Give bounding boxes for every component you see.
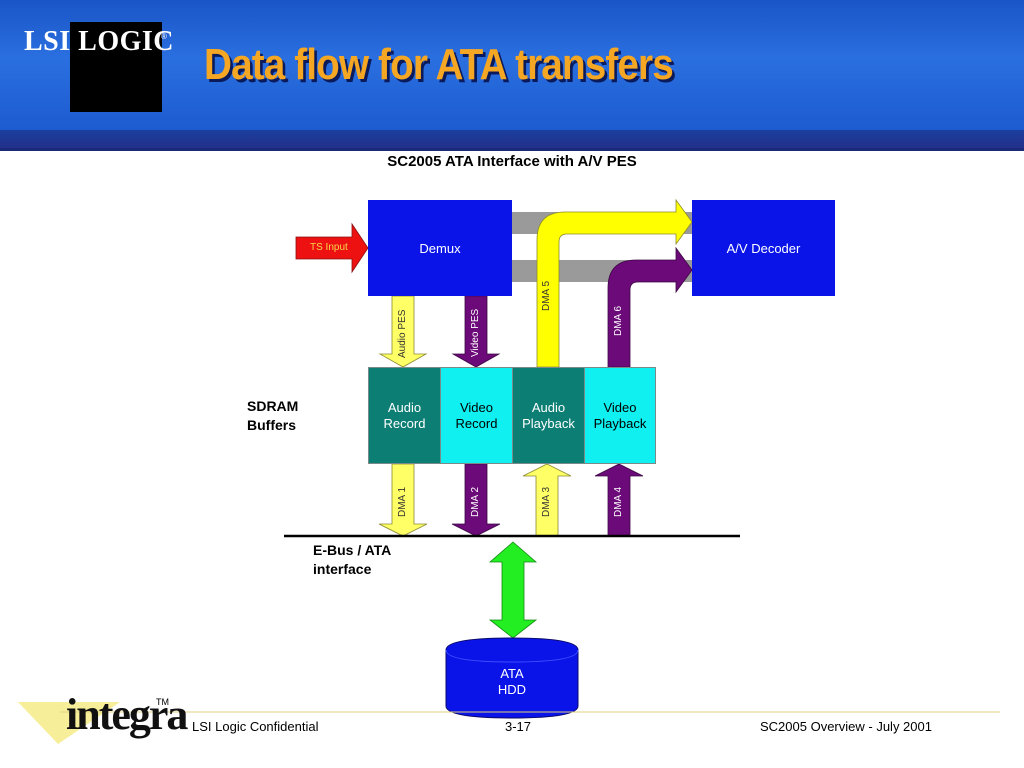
dma3-label: DMA 3 [541, 486, 552, 517]
buffer-label-line1: Audio [387, 399, 422, 415]
dma6-label: DMA 6 [613, 305, 624, 336]
dma1-label: DMA 1 [397, 486, 408, 517]
demux-box: Demux [368, 200, 512, 296]
integra-logo-text: integra [66, 690, 188, 739]
demux-label: Demux [419, 240, 461, 256]
ebus-label-line2: interface [313, 561, 372, 577]
video-pes-arrow [451, 295, 501, 368]
dma5-label: DMA 5 [541, 280, 552, 311]
diagram-subtitle: SC2005 ATA Interface with A/V PES [387, 153, 637, 170]
header-background [0, 0, 1024, 130]
ts-input-label: TS Input [310, 242, 348, 253]
footer-date: SC2005 Overview - July 2001 [760, 719, 932, 734]
buffer-audio-record: Audio Record [368, 367, 441, 464]
buffer-video-record: Video Record [440, 367, 513, 464]
dma6-arrow [607, 246, 693, 368]
buffer-label-line1: Audio [531, 399, 566, 415]
buffer-label-line2: Playback [593, 415, 647, 431]
ebus-label-line1: E-Bus / ATA [313, 542, 392, 558]
video-pes-label: Video PES [470, 308, 481, 357]
buffer-video-playback: Video Playback [584, 367, 656, 464]
dma2-arrow [451, 463, 501, 537]
dma2-label: DMA 2 [470, 486, 481, 517]
buffer-label-line2: Record [455, 415, 498, 431]
buffer-label-line2: Playback [522, 415, 575, 431]
slide-title: Data flow for ATA transfers [204, 40, 674, 89]
dma5-arrow [536, 198, 693, 368]
buffer-label-line2: Record [383, 415, 426, 431]
buffer-audio-playback: Audio Playback [512, 367, 585, 464]
ts-input-arrow [295, 222, 369, 274]
header-band [0, 130, 1024, 148]
audio-pes-arrow [378, 295, 428, 368]
ata-bidirectional-arrow [488, 541, 538, 639]
av-decoder-label: A/V Decoder [726, 240, 801, 256]
footer-page-number: 3-17 [505, 719, 532, 734]
logo-shadow-block [70, 22, 162, 112]
hdd-label-line1: ATA [500, 666, 524, 681]
hdd-cylinder-top-rim [445, 649, 579, 663]
footer-confidential: LSI Logic Confidential [192, 719, 319, 734]
dma4-label: DMA 4 [613, 486, 624, 517]
ebus-interface-label: E-Bus / ATA interface [313, 541, 391, 579]
header-divider [0, 148, 1024, 151]
sdram-label-line2: Buffers [247, 417, 297, 433]
buffer-label-line1: Video [603, 399, 637, 415]
company-logo: LSI LOGIC [24, 26, 174, 57]
buffer-label-line1: Video [459, 399, 493, 415]
hdd-label-line2: HDD [497, 682, 527, 697]
hdd-label: ATA HDD [446, 662, 578, 702]
sdram-buffers-label: SDRAM Buffers [247, 397, 298, 435]
hdd-cylinder [445, 637, 579, 719]
sdram-label-line1: SDRAM [247, 398, 299, 414]
audio-pes-label: Audio PES [397, 309, 408, 358]
integra-trademark: TM [156, 697, 169, 707]
dma1-arrow [378, 463, 428, 537]
av-decoder-box: A/V Decoder [692, 200, 835, 296]
logo-registered-mark: ® [161, 32, 167, 41]
